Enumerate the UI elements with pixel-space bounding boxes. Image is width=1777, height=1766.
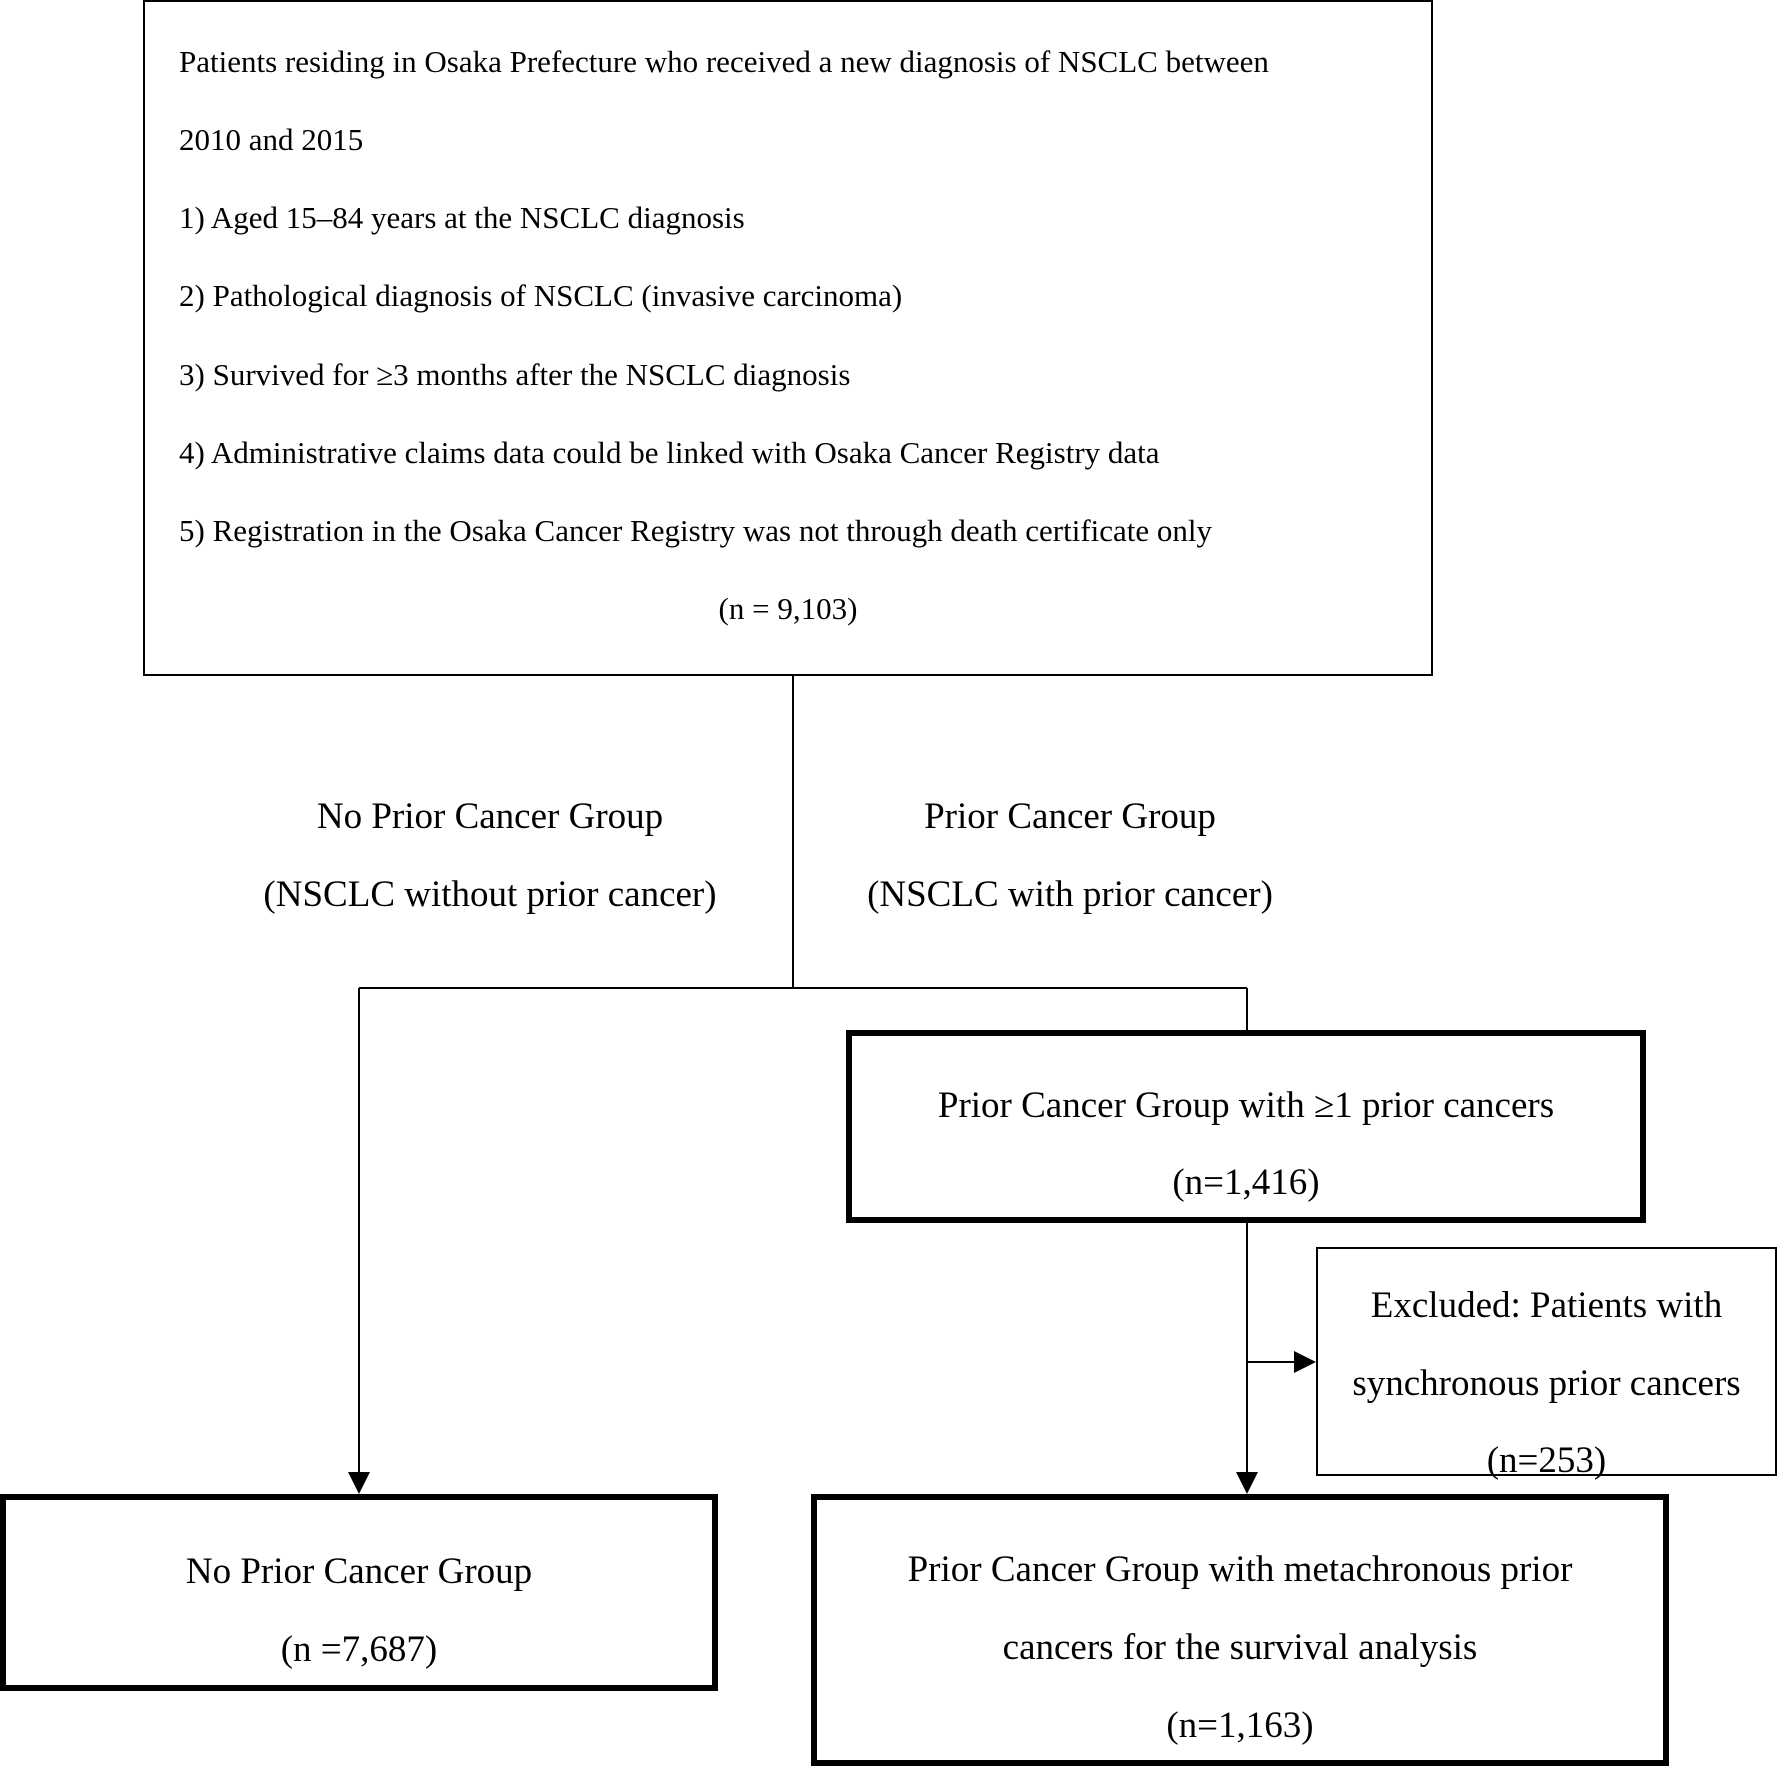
arrow-to-metachronous-box <box>1236 1223 1258 1494</box>
eligibility-line: 5) Registration in the Osaka Cancer Regi… <box>179 513 1213 548</box>
prior-any-cancer-count: (n=1,416) <box>1172 1162 1320 1203</box>
excluded-line: synchronous prior cancers <box>1352 1363 1741 1404</box>
eligibility-line: Patients residing in Osaka Prefecture wh… <box>179 44 1269 79</box>
eligibility-line: 2010 and 2015 <box>179 122 364 157</box>
eligibility-total-count: (n = 9,103) <box>718 591 858 626</box>
no-prior-branch-subtitle: (NSCLC without prior cancer) <box>263 874 717 915</box>
prior-branch-subtitle: (NSCLC with prior cancer) <box>867 874 1273 915</box>
no-prior-branch-label: No Prior Cancer Group (NSCLC without pri… <box>190 798 790 913</box>
eligibility-line: 3) Survived for ≥3 months after the NSCL… <box>179 357 851 392</box>
metachronous-line: cancers for the survival analysis <box>1002 1627 1478 1668</box>
eligibility-line: 4) Administrative claims data could be l… <box>179 435 1160 470</box>
arrow-to-no-prior-box <box>348 988 370 1494</box>
no-prior-branch-title: No Prior Cancer Group <box>316 796 664 837</box>
arrowhead-right-icon <box>1294 1351 1316 1373</box>
no-prior-cancer-box: No Prior Cancer Group (n =7,687) <box>0 1494 718 1691</box>
excluded-box: Excluded: Patients with synchronous prio… <box>1316 1247 1777 1481</box>
prior-branch-label: Prior Cancer Group (NSCLC with prior can… <box>770 798 1370 913</box>
arrowhead-down-icon <box>348 1472 370 1494</box>
no-prior-cancer-title: No Prior Cancer Group <box>185 1551 533 1592</box>
arrowhead-down-icon <box>1236 1472 1258 1494</box>
arrow-to-excluded-box <box>1247 1351 1316 1373</box>
excluded-count: (n=253) <box>1486 1440 1607 1481</box>
metachronous-count: (n=1,163) <box>1166 1705 1314 1746</box>
metachronous-line: Prior Cancer Group with metachronous pri… <box>907 1549 1573 1590</box>
prior-any-cancer-title: Prior Cancer Group with ≥1 prior cancers <box>937 1085 1555 1126</box>
prior-branch-title: Prior Cancer Group <box>924 796 1216 837</box>
no-prior-cancer-count: (n =7,687) <box>280 1629 438 1670</box>
eligibility-line: 1) Aged 15–84 years at the NSCLC diagnos… <box>179 200 745 235</box>
excluded-line: Excluded: Patients with <box>1370 1285 1723 1326</box>
eligibility-criteria-box: Patients residing in Osaka Prefecture wh… <box>143 0 1433 676</box>
eligibility-line: 2) Pathological diagnosis of NSCLC (inva… <box>179 278 903 313</box>
metachronous-prior-cancer-box: Prior Cancer Group with metachronous pri… <box>811 1494 1669 1766</box>
prior-any-cancer-box: Prior Cancer Group with ≥1 prior cancers… <box>846 1030 1646 1223</box>
